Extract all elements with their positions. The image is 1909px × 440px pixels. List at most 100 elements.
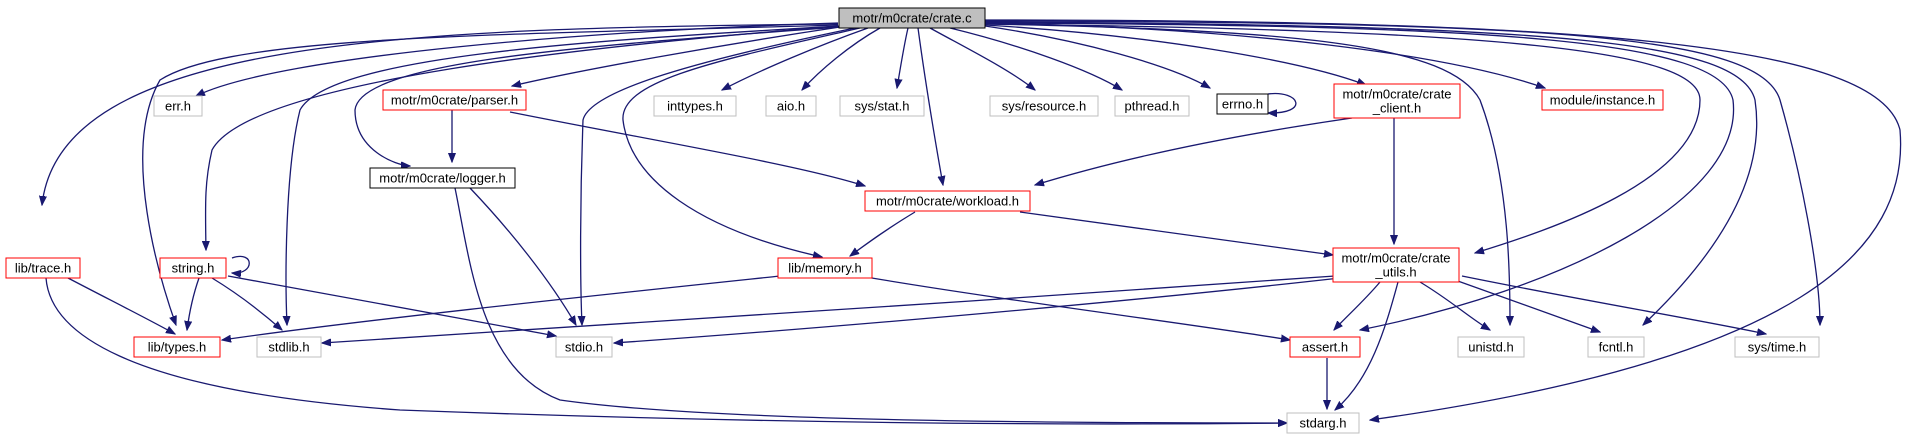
node-box-stdarg (1286, 412, 1360, 434)
node-box-systime (1734, 336, 1820, 358)
edge-string-types (187, 277, 200, 330)
node-unistd[interactable]: unistd.h (1457, 336, 1525, 358)
edge-parser-workload (509, 111, 865, 186)
node-systime[interactable]: sys/time.h (1734, 336, 1820, 358)
node-pthread[interactable]: pthread.h (1114, 95, 1190, 117)
node-box-sysstat (839, 95, 925, 117)
node-fcntl[interactable]: fcntl.h (1587, 336, 1645, 358)
node-label-stdlib: stdlib.h (268, 340, 309, 355)
node-inttypes[interactable]: inttypes.h (653, 95, 737, 117)
edge-string-stdlib (211, 277, 282, 330)
node-label-utils-1: _utils.h (1374, 265, 1416, 280)
node-box-err (153, 95, 203, 117)
node-label-sysstat: sys/stat.h (855, 99, 910, 114)
node-workload[interactable]: motr/m0crate/workload.h (864, 190, 1031, 212)
edge-root-parser (512, 26, 841, 86)
node-trace[interactable]: lib/trace.h (5, 257, 81, 279)
node-stdarg[interactable]: stdarg.h (1286, 412, 1360, 434)
node-utils[interactable]: motr/m0crate/crate_utils.h (1332, 247, 1460, 283)
node-label-assert: assert.h (1302, 340, 1348, 355)
edge-root-client (984, 24, 1366, 86)
edge-root-stdlib (286, 25, 841, 325)
node-box-stdlib (256, 336, 322, 358)
edge-root-assert (984, 22, 1735, 330)
edge-root-workload (917, 27, 943, 185)
node-client[interactable]: motr/m0crate/crate_client.h (1333, 83, 1461, 119)
node-box-workload (864, 190, 1031, 212)
edge-root-stdarg (984, 19, 1902, 420)
edge-client-workload (1035, 117, 1353, 185)
node-box-types (133, 336, 221, 358)
edge-root-errno (984, 25, 1210, 88)
edge-root-unistd (984, 23, 1510, 325)
edge-string-self (232, 255, 250, 273)
edge-root-string (206, 25, 841, 250)
node-sysres[interactable]: sys/resource.h (989, 95, 1099, 117)
node-err[interactable]: err.h (153, 95, 203, 117)
node-box-errno (1216, 93, 1269, 115)
node-label-memory: lib/memory.h (788, 261, 861, 276)
edge-utils-fcntl (1454, 279, 1600, 332)
node-label-parser: motr/m0crate/parser.h (391, 93, 518, 108)
node-aio[interactable]: aio.h (765, 95, 817, 117)
edge-root-sysres (929, 27, 1035, 90)
edge-root-instance (984, 22, 1545, 88)
node-box-trace (5, 257, 81, 279)
node-box-memory (777, 257, 873, 279)
edge-root-err (196, 22, 839, 96)
node-assert[interactable]: assert.h (1289, 336, 1361, 358)
node-box-client (1333, 83, 1461, 119)
node-instance[interactable]: module/instance.h (1541, 89, 1664, 111)
node-memory[interactable]: lib/memory.h (777, 257, 873, 279)
edge-root-pthread (949, 27, 1122, 90)
node-label-systime: sys/time.h (1748, 340, 1807, 355)
edge-logger-stdarg (454, 187, 1287, 423)
node-box-utils (1332, 247, 1460, 283)
edge-root-memory (622, 27, 861, 257)
node-box-fcntl (1587, 336, 1645, 358)
node-box-parser (382, 89, 527, 111)
node-stdlib[interactable]: stdlib.h (256, 336, 322, 358)
node-box-instance (1541, 89, 1664, 111)
node-box-aio (765, 95, 817, 117)
node-label-client-0: motr/m0crate/crate (1342, 87, 1451, 102)
node-types[interactable]: lib/types.h (133, 336, 221, 358)
edge-trace-types (67, 277, 175, 334)
node-box-pthread (1114, 95, 1190, 117)
edge-utils-unistd (1419, 281, 1490, 330)
edge-utils-assert (1334, 281, 1381, 330)
edge-root-utils (984, 23, 1701, 253)
node-label-instance: module/instance.h (1550, 93, 1656, 108)
node-label-logger: motr/m0crate/logger.h (379, 171, 505, 186)
edge-root-fcntl (984, 21, 1758, 325)
node-label-stdarg: stdarg.h (1300, 416, 1347, 431)
node-sysstat[interactable]: sys/stat.h (839, 95, 925, 117)
node-label-sysres: sys/resource.h (1002, 99, 1087, 114)
node-label-string: string.h (172, 261, 215, 276)
node-label-types: lib/types.h (148, 340, 207, 355)
edge-utils-systime (1461, 275, 1766, 334)
node-errno[interactable]: errno.h (1216, 93, 1269, 115)
edge-memory-assert (859, 275, 1290, 340)
node-root: motr/m0crate/crate.c (838, 7, 986, 29)
edge-root-aio (802, 27, 881, 90)
node-box-inttypes (653, 95, 737, 117)
edge-logger-stdio (469, 187, 576, 325)
node-string[interactable]: string.h (159, 257, 227, 279)
node-stdio[interactable]: stdio.h (555, 336, 613, 358)
node-label-pthread: pthread.h (1125, 99, 1180, 114)
node-box-assert (1289, 336, 1361, 358)
node-label-workload: motr/m0crate/workload.h (876, 194, 1019, 209)
node-logger[interactable]: motr/m0crate/logger.h (369, 167, 516, 189)
edge-utils-stdlib (322, 275, 1336, 343)
node-parser[interactable]: motr/m0crate/parser.h (382, 89, 527, 111)
edge-workload-memory (850, 211, 916, 256)
node-label-err: err.h (165, 99, 191, 114)
nodes: motr/m0crate/crate.c err.h inttypes.h aio.h… (5, 7, 1820, 434)
node-box-stdio (555, 336, 613, 358)
node-box-string (159, 257, 227, 279)
node-label-client-1: _client.h (1372, 101, 1421, 116)
node-label-stdio: stdio.h (565, 340, 603, 355)
node-box-logger (369, 167, 516, 189)
